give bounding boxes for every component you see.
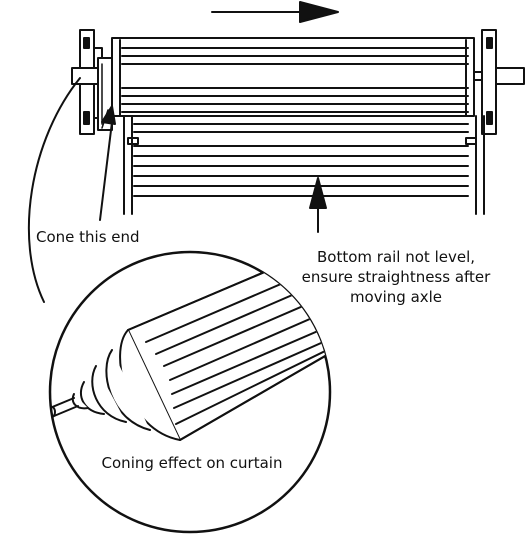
bottom-rail-label-line1: Bottom rail not level, — [317, 248, 475, 266]
curtain-roll — [111, 37, 475, 117]
right-bracket — [481, 29, 525, 135]
curtain-slats — [123, 115, 485, 215]
bottom-rail-label-line3: moving axle — [350, 288, 442, 306]
bottom-rail-arrow-icon — [309, 177, 327, 233]
magnifier-leader-line — [27, 77, 81, 303]
cone-end-arrow-icon — [99, 105, 116, 221]
direction-arrow-icon — [211, 1, 339, 23]
cone-end-label: Cone this end — [36, 228, 140, 246]
bottom-rail-label-line2: ensure straightness after — [302, 268, 491, 286]
coning-effect-label: Coning effect on curtain — [102, 454, 283, 472]
